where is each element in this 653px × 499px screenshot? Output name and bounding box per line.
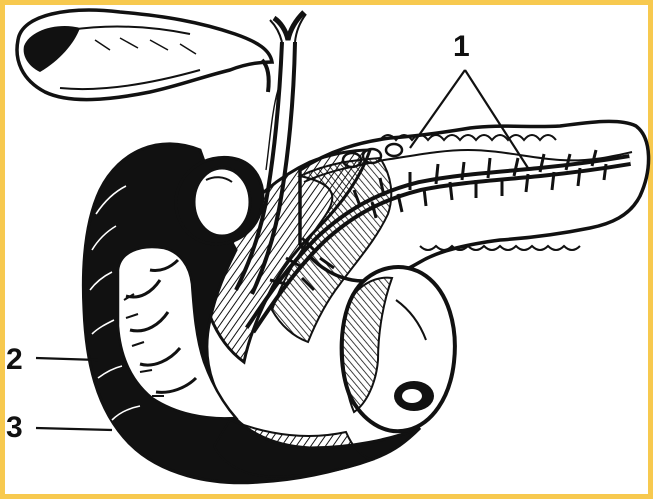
label-2: 2	[6, 343, 98, 376]
cystic-duct	[262, 60, 269, 92]
label-3: 3	[6, 411, 112, 444]
label-1-text: 1	[453, 30, 470, 63]
duodenum-lower-shading	[214, 420, 372, 476]
label-3-text: 3	[6, 411, 23, 444]
duodenal-bulb	[176, 157, 263, 244]
hepatic-ducts	[270, 12, 306, 42]
label-2-text: 2	[6, 343, 23, 376]
jejunum-cut-end	[342, 267, 455, 431]
gallbladder	[17, 10, 272, 99]
